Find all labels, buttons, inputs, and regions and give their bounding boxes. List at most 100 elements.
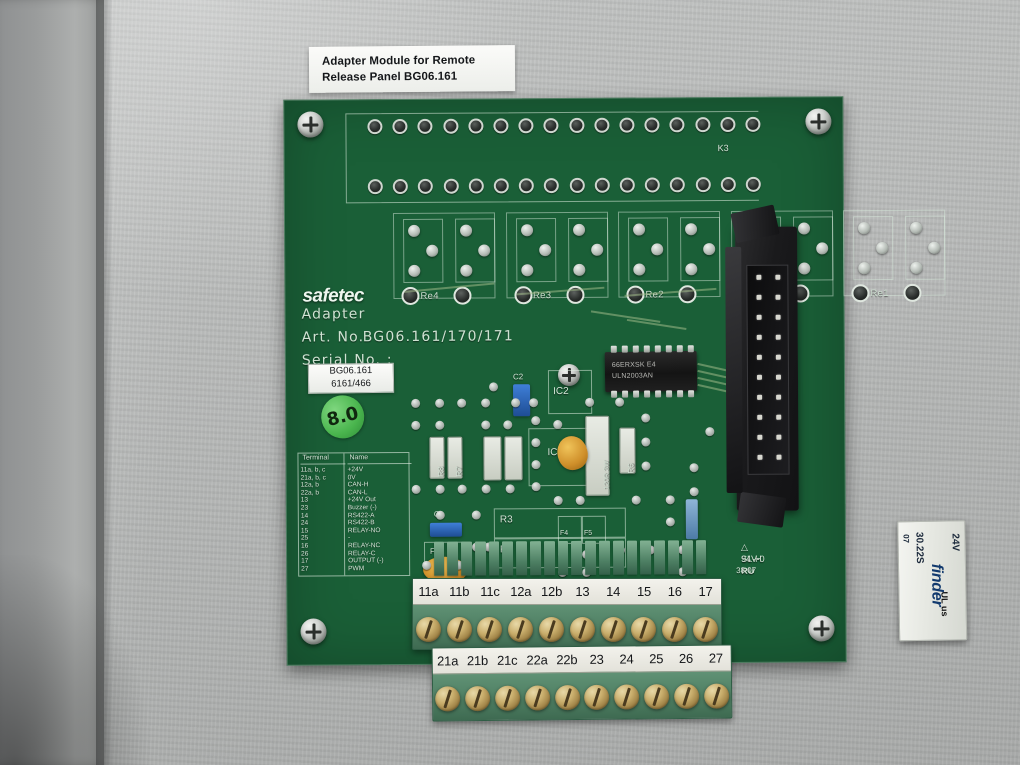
terminal-screw-cell-14[interactable] — [598, 606, 629, 652]
diode-component — [685, 499, 698, 540]
terminal-table-terminal-cell: 27 — [301, 565, 309, 573]
solder-pad — [411, 484, 421, 494]
terminal-screw-24[interactable] — [614, 683, 640, 710]
relay-solder-pad — [572, 263, 585, 276]
panel-corner-shadow — [0, 555, 150, 765]
terminal-screw-cell-11a[interactable] — [413, 606, 444, 652]
terminal-screw-21c[interactable] — [495, 685, 521, 711]
terminal-screw-12b[interactable] — [539, 616, 565, 642]
relay-type-text: 30.22S — [913, 531, 925, 564]
plated-hole — [745, 176, 761, 192]
idc-pin — [775, 374, 781, 380]
terminal-screw-17[interactable] — [693, 616, 719, 642]
terminal-screw-12a[interactable] — [508, 616, 534, 642]
resistor-r5 — [483, 436, 502, 481]
terminal-screw-14[interactable] — [600, 616, 626, 642]
ic-pin — [688, 390, 695, 398]
designator-ic2: IC2 — [553, 385, 569, 398]
terminal-screw-cell-25[interactable] — [641, 673, 671, 719]
ic-marking-line1: 66ERXSK E4 — [611, 361, 656, 370]
brand-silkscreen: safetec — [302, 285, 364, 307]
relay-finder: finder 30.22S 24V 07 UL us — [897, 520, 968, 642]
terminal-screw-cell-22a[interactable] — [522, 674, 552, 720]
panel-left-wall — [0, 0, 104, 765]
terminal-screw-cell-16[interactable] — [659, 606, 690, 652]
terminal-screw-15[interactable] — [631, 616, 657, 642]
terminal-screw-11b[interactable] — [446, 616, 472, 642]
terminal-screw-22b[interactable] — [554, 684, 580, 710]
resistor-r4 — [504, 436, 523, 481]
terminal-screw-11c[interactable] — [477, 616, 503, 642]
label-line-1: Adapter Module for Remote — [321, 54, 476, 68]
solder-pad — [531, 460, 541, 470]
solder-pad — [705, 427, 715, 437]
terminal-screw-cell-21c[interactable] — [493, 675, 523, 721]
relay-terminal-hole — [851, 284, 870, 303]
designator-f5: F5 — [583, 529, 593, 537]
terminal-screw-25[interactable] — [643, 683, 670, 709]
solder-pad — [615, 397, 625, 407]
terminal-screw-22a[interactable] — [524, 684, 551, 711]
idc-pin — [776, 454, 782, 460]
idc-ejector-bottom[interactable] — [736, 491, 787, 528]
relay-solder-pad — [928, 241, 941, 254]
terminal-screw-13[interactable] — [569, 616, 595, 642]
plated-hole — [493, 178, 509, 194]
terminal-screw-cell-17[interactable] — [690, 606, 721, 652]
terminal-block-row-1-screws[interactable] — [413, 606, 721, 652]
terminal-block-row-2-screws[interactable] — [433, 672, 731, 721]
terminal-comb-tooth — [516, 541, 528, 576]
solder-pad — [585, 397, 595, 407]
terminal-screw-cell-23[interactable] — [582, 674, 612, 720]
relay-solder-pad — [633, 223, 646, 236]
relay-solder-pad — [572, 223, 585, 236]
terminal-screw-cell-21a[interactable] — [433, 675, 463, 721]
terminal-screw-cell-12a[interactable] — [505, 606, 536, 652]
ic-pin — [687, 345, 694, 353]
designator-r8: R8 — [436, 466, 446, 477]
terminal-screw-cell-26[interactable] — [671, 673, 701, 719]
capacitor-c1 — [429, 522, 462, 537]
terminal-screw-cell-22b[interactable] — [552, 674, 582, 720]
solder-pad — [641, 437, 651, 447]
relay-label-Re4: Re4 — [420, 290, 439, 302]
terminal-screw-27[interactable] — [703, 682, 729, 709]
terminal-block-pin-comb — [432, 540, 708, 576]
terminal-screw-21a[interactable] — [435, 685, 461, 712]
terminal-screw-cell-13[interactable] — [567, 606, 598, 652]
terminal-screw-21b[interactable] — [465, 685, 491, 711]
terminal-screw-cell-24[interactable] — [612, 673, 642, 719]
terminal-comb-tooth — [488, 541, 500, 576]
product-silkscreen: Adapter — [301, 306, 366, 323]
solder-pad — [457, 484, 467, 494]
ic-pin — [677, 390, 684, 398]
terminal-screw-cell-27[interactable] — [701, 672, 731, 718]
terminal-screw-cell-15[interactable] — [629, 606, 660, 652]
idc-pin — [757, 394, 763, 400]
terminal-label-21a: 21a — [437, 653, 459, 669]
terminal-screw-cell-12b[interactable] — [536, 606, 567, 652]
terminal-screw-cell-11b[interactable] — [444, 606, 475, 652]
idc-connector[interactable] — [725, 204, 799, 528]
solder-pad — [689, 463, 699, 473]
terminal-label-11c: 11c — [480, 584, 500, 599]
terminal-comb-tooth — [543, 541, 555, 576]
plated-hole — [443, 178, 459, 194]
terminal-screw-16[interactable] — [662, 616, 688, 642]
solder-pad — [553, 420, 563, 430]
designator-f4: F4 — [559, 529, 569, 538]
relay-solder-pad — [520, 264, 533, 277]
terminal-screw-11a[interactable] — [415, 616, 441, 642]
terminal-screw-cell-21b[interactable] — [463, 675, 493, 721]
terminal-screw-23[interactable] — [584, 684, 610, 710]
terminal-screw-cell-11c[interactable] — [475, 606, 506, 652]
solder-pad — [503, 420, 513, 430]
terminal-screw-26[interactable] — [673, 683, 700, 709]
terminal-label-26: 26 — [678, 650, 694, 666]
resistor-value-marking: 120R 3W — [603, 460, 611, 490]
ic-pin — [622, 390, 629, 398]
relay-solder-pad — [408, 264, 421, 277]
